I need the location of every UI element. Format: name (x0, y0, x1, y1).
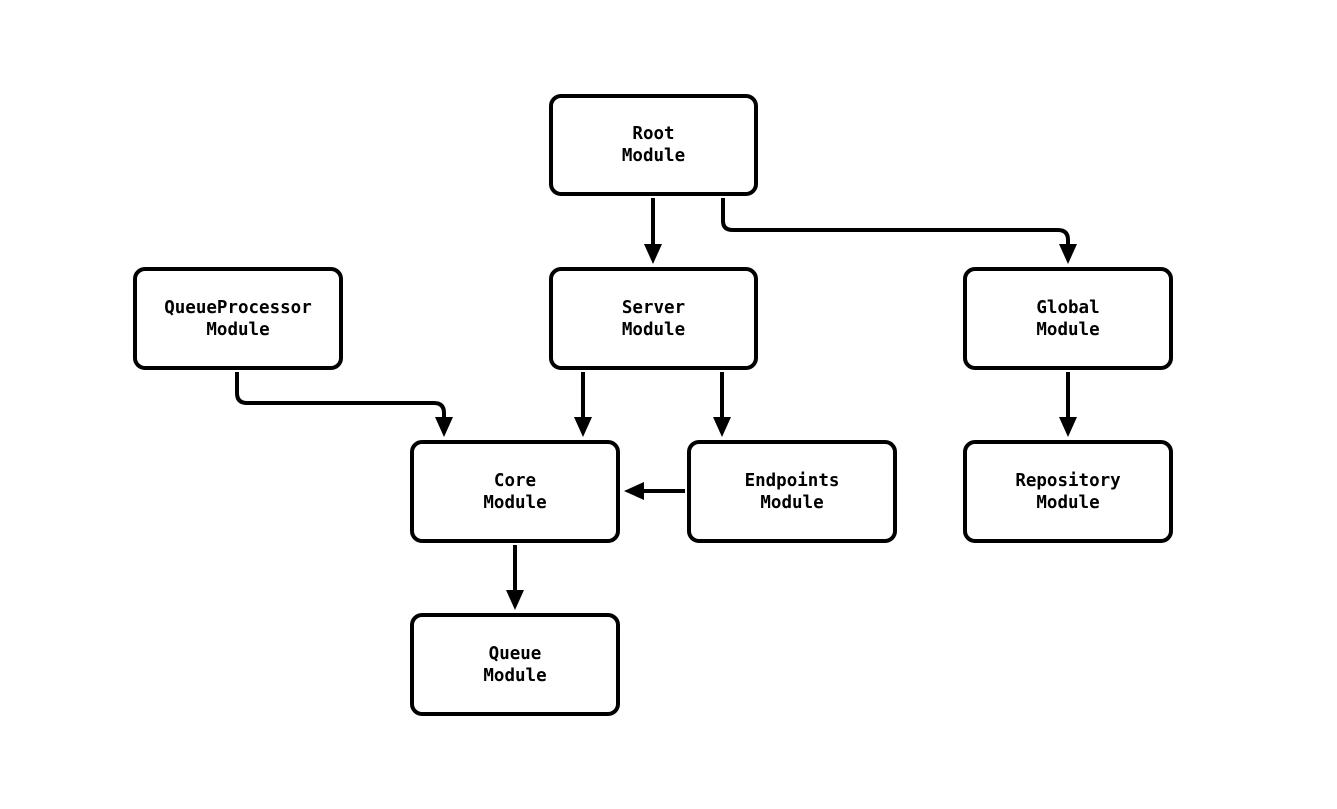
node-label-primary: Queue (488, 643, 542, 664)
arrowhead-endpoints-core (624, 482, 644, 500)
edge-queueprocessor-core (235, 372, 446, 431)
node-label-secondary: Module (760, 492, 824, 513)
node-label-secondary: Module (206, 319, 270, 340)
node-label-primary: QueueProcessor (164, 297, 312, 318)
node-label-secondary: Module (621, 146, 686, 166)
node-label-primary: Repository (1015, 470, 1121, 491)
node-label-secondary: Module (483, 665, 547, 686)
node-label-primary: Root (632, 124, 675, 144)
node-label-primary: Global (1036, 297, 1100, 318)
arrowhead-root-server (644, 244, 662, 264)
node-label-primary: Core (493, 470, 537, 491)
edge-root-global (721, 198, 1070, 258)
node-label-primary: Server (621, 297, 686, 318)
arrowhead-root-global (1059, 244, 1077, 264)
node-label-secondary: Module (1036, 492, 1100, 513)
arrowhead-queueprocessor-core (435, 417, 453, 437)
node-label-secondary: Module (483, 492, 547, 513)
node-label-secondary: Module (621, 319, 686, 340)
node-label-secondary: Module (1036, 319, 1100, 340)
arrowhead-core-queue (506, 590, 524, 610)
arrowhead-global-repository (1059, 417, 1077, 437)
arrowhead-server-core (574, 417, 592, 437)
node-label-primary: Endpoints (744, 470, 840, 491)
arrowhead-server-endpoints (713, 417, 731, 437)
